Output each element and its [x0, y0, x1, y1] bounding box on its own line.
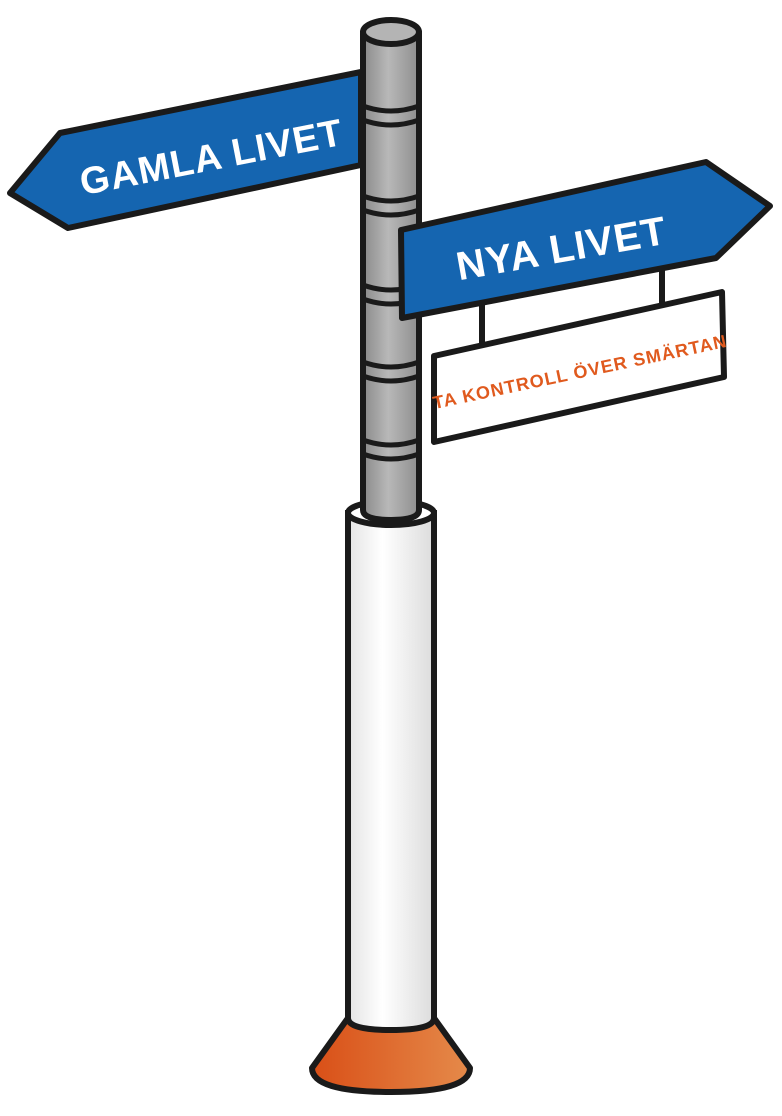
sign-new-life: NYA LIVET [398, 159, 773, 321]
sign-old-life: GAMLA LIVET [7, 69, 364, 231]
subtitle-board: TA KONTROLL ÖVER SMÄRTAN [431, 289, 729, 445]
pole-upper [360, 17, 422, 524]
pole-lower [345, 498, 437, 1034]
